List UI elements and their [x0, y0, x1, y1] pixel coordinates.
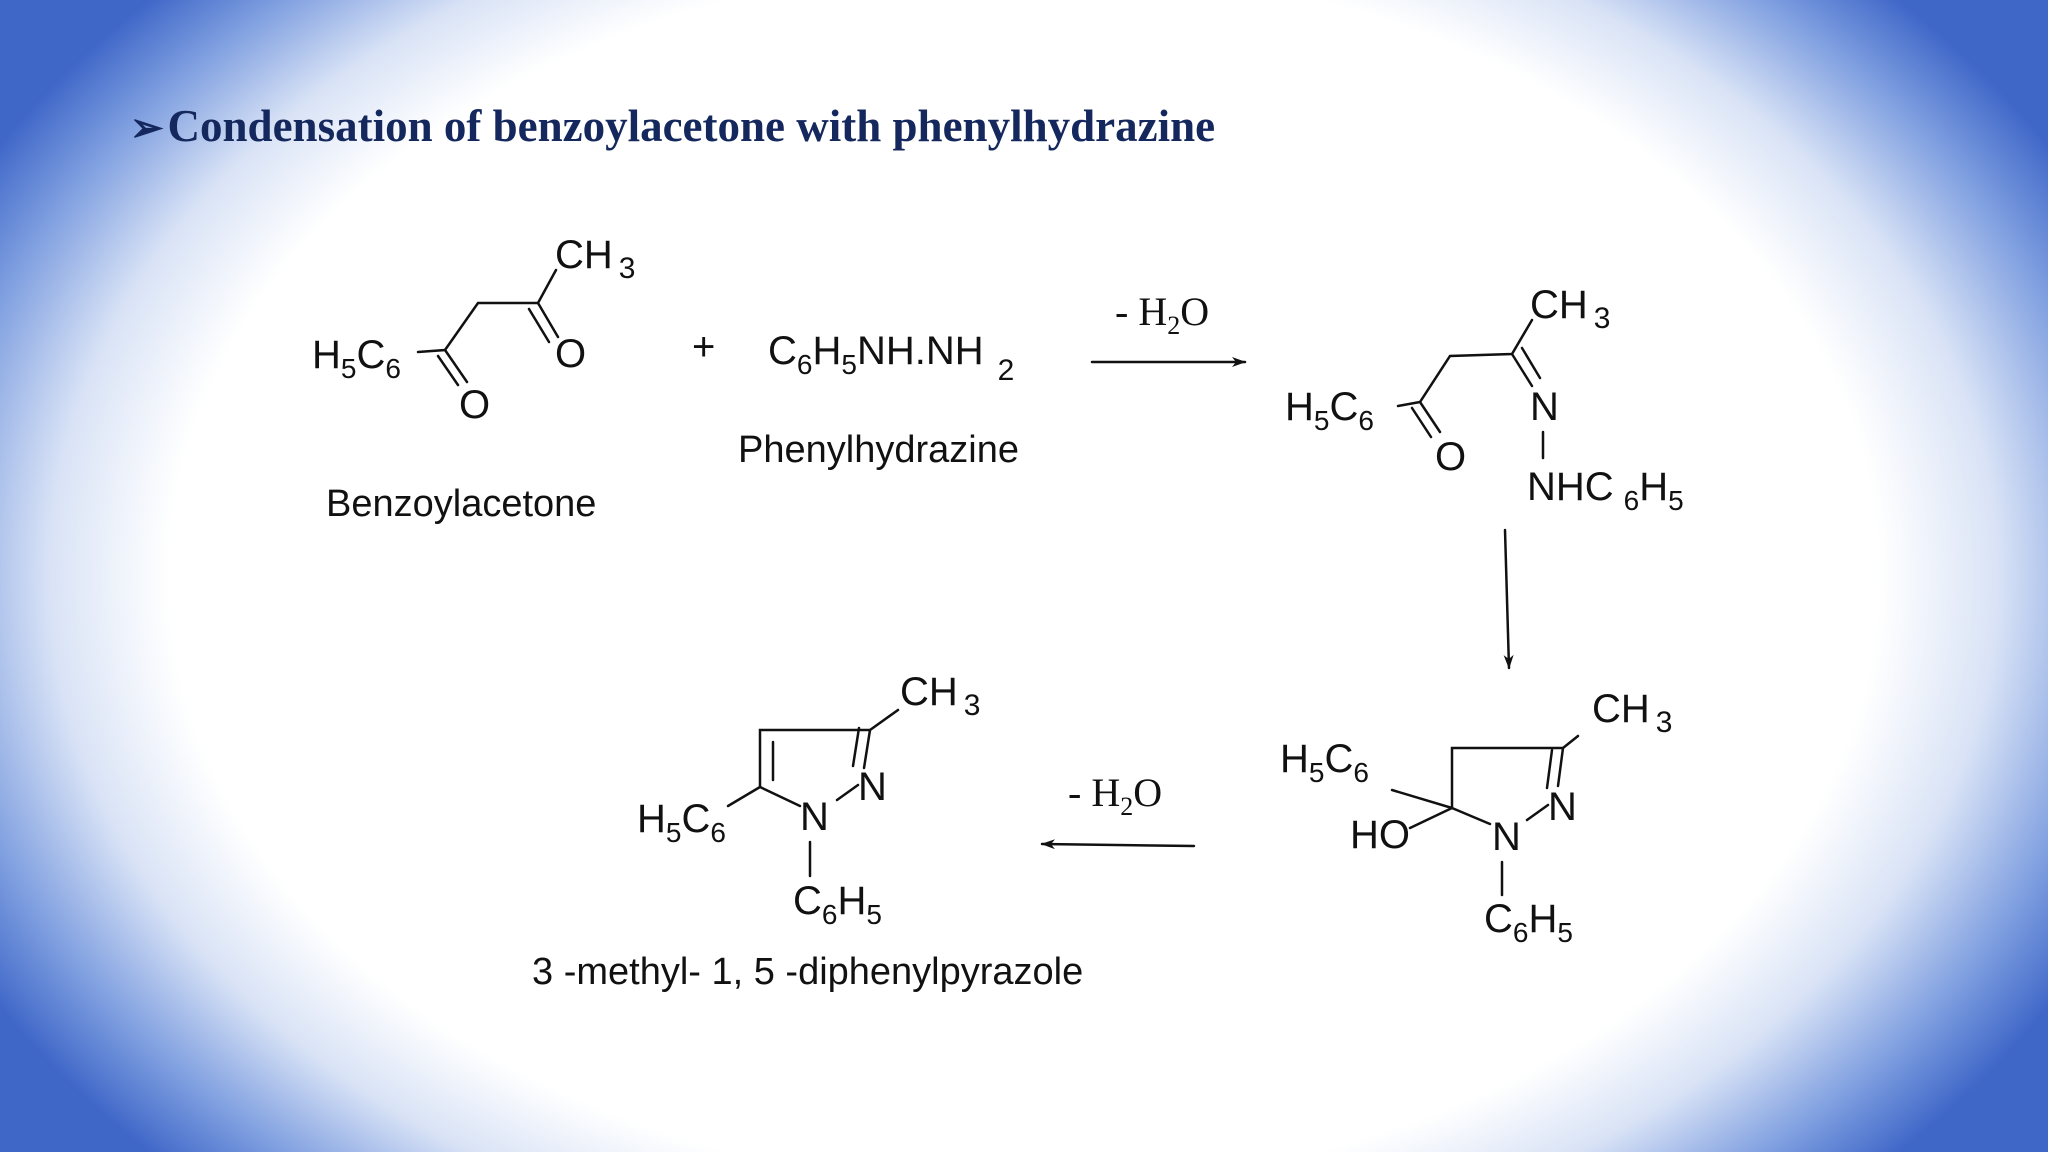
r1-name-label: Benzoylacetone — [326, 483, 596, 525]
i1-carbon-chain-bond — [1396, 318, 1534, 408]
condition-2-label: - H2O — [1068, 770, 1162, 821]
i1-phenyl-label: H5C6 — [1285, 385, 1374, 436]
r1-oxygen-left: O — [459, 383, 490, 427]
p-nn-bond — [835, 783, 860, 802]
slide-title-text: Condensation of benzoylacetone with phen… — [167, 101, 1216, 151]
reaction-arrow-2 — [1503, 528, 1514, 670]
bullet-arrow-icon: ➢ — [130, 105, 164, 150]
i2-ring-top-bond — [1450, 734, 1580, 810]
r1-carbonyl-left-bond — [436, 348, 469, 387]
reaction-arrow-3: - H2O — [1040, 770, 1196, 850]
i2-hydroxyl-label: HO — [1350, 813, 1410, 857]
p-phenyl-bond — [726, 785, 762, 808]
i2-double-nitrogen: N — [1548, 785, 1577, 829]
i2-phenyl-n-label: C6H5 — [1484, 897, 1573, 948]
p-c5-n1-bond — [758, 785, 802, 808]
i1-imine-bond — [1510, 346, 1542, 388]
i1-carbonyl-bond — [1410, 400, 1442, 439]
i2-hydroxyl-bond — [1408, 806, 1454, 830]
arrow-3-line — [1040, 839, 1196, 850]
p-double-nitrogen: N — [858, 765, 887, 809]
r1-carbon-chain-bond — [416, 268, 558, 354]
p-phenyl-label: H5C6 — [637, 797, 726, 848]
r1-phenyl-label: H5C6 — [312, 333, 401, 384]
condition-1-label: - H2O — [1115, 289, 1209, 340]
i1-nitrogen: N — [1530, 385, 1559, 429]
i2-c5-n1-bond — [1450, 806, 1492, 826]
plus-sign: + — [692, 325, 715, 369]
i2-cn-double-bond — [1545, 746, 1565, 790]
i2-ring-nitrogen: N — [1492, 815, 1521, 859]
product-name-label: 3 -methyl- 1, 5 -diphenylpyrazole — [532, 951, 1083, 993]
r1-oxygen-right: O — [555, 332, 586, 376]
p-cn-double-bond — [851, 726, 872, 770]
p-ring-nitrogen: N — [800, 795, 829, 839]
r2-name-label: Phenylhydrazine — [738, 429, 1019, 471]
p-phenyl-n-label: C6H5 — [793, 879, 882, 930]
reaction-arrow-1: - H2O — [1090, 289, 1247, 367]
i2-phenyl-bond — [1390, 788, 1454, 810]
i2-nn-bond — [1525, 803, 1550, 822]
i2-phenyl-label: H5C6 — [1280, 737, 1369, 788]
r1-carbonyl-right-bond — [527, 301, 560, 344]
slide-title: ➢Condensation of benzoylacetone with phe… — [130, 100, 1215, 152]
p-ring-top-bond — [758, 708, 900, 789]
i1-oxygen: O — [1435, 435, 1466, 479]
